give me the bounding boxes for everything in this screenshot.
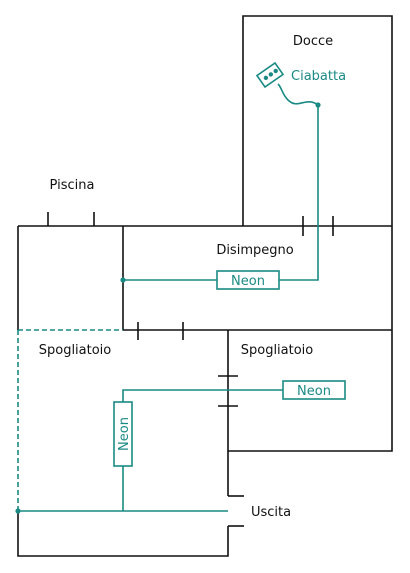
neon-light-icon[interactable]: Neon — [216, 270, 280, 290]
room-label-docce: Docce — [293, 34, 333, 49]
junction-dot — [120, 277, 126, 283]
walls — [17, 15, 393, 557]
wire-spogliatoio — [122, 389, 283, 402]
neon-disimpegno-label: Neon — [231, 274, 265, 289]
room-label-piscina: Piscina — [50, 178, 95, 193]
junction-dot — [315, 102, 321, 108]
neon-light-icon[interactable]: Neon — [113, 401, 133, 467]
wall-left-lower — [17, 512, 229, 557]
power-strip-icon[interactable] — [255, 61, 285, 89]
room-label-uscita: Uscita — [251, 505, 291, 520]
wire-ciabatta-cable — [277, 83, 319, 106]
room-label-disimpegno: Disimpegno — [216, 243, 293, 258]
wire-disimpegno — [279, 105, 319, 281]
neon-spogliatoio-left-label: Neon — [117, 417, 132, 451]
ciabatta-label: Ciabatta — [291, 69, 346, 84]
wiring — [15, 83, 321, 514]
wall-docce — [242, 15, 393, 226]
neon-spogliatoio-right-label: Neon — [297, 384, 331, 399]
room-label-spogliatoio-right: Spogliatoio — [241, 343, 314, 358]
room-label-spogliatoio-left: Spogliatoio — [39, 343, 112, 358]
junction-dot — [15, 508, 21, 514]
neon-light-icon[interactable]: Neon — [282, 380, 346, 400]
